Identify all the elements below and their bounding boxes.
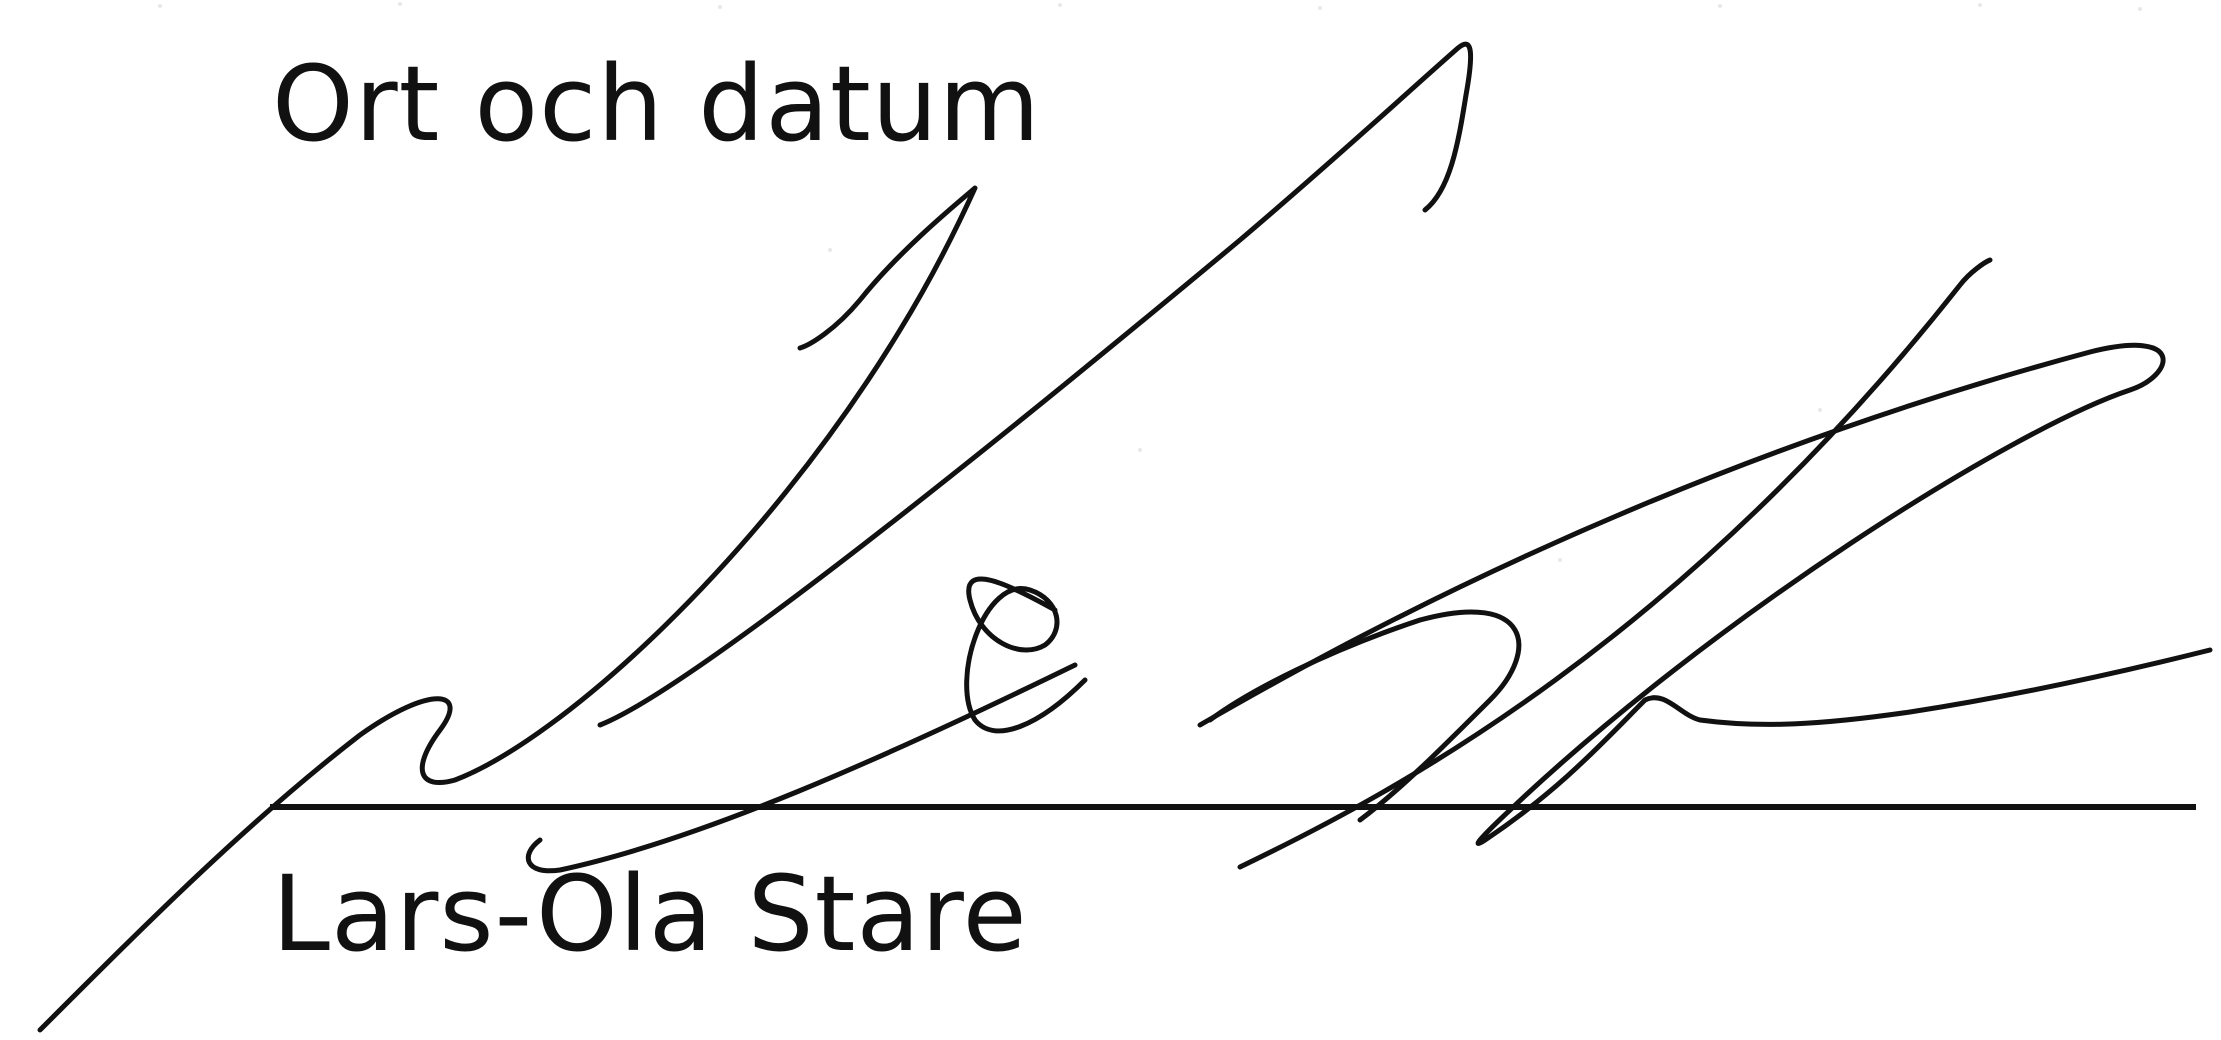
signer-name: Lars-Ola Stare [272,853,1028,975]
signature-line [270,804,2196,810]
place-and-date-label: Ort och datum [272,43,1041,165]
